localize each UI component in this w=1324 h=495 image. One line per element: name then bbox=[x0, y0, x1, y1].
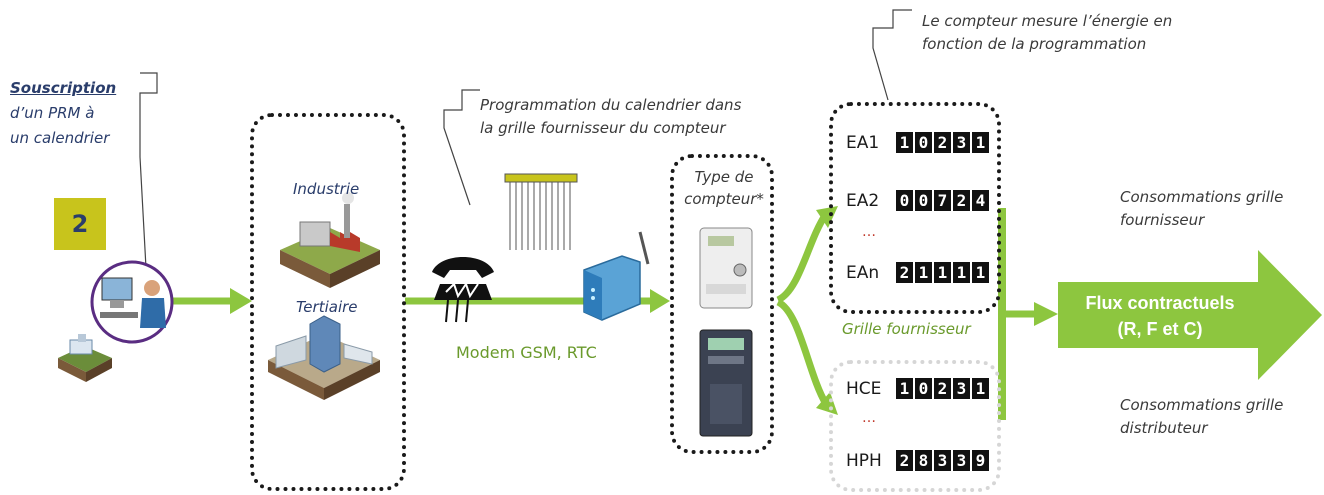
meter-note: Le compteur mesure l’énergie en fonction… bbox=[922, 10, 1172, 56]
digit: 0 bbox=[915, 378, 932, 399]
register-ea1: EA1 1 0 2 3 1 bbox=[846, 132, 989, 153]
digit: 0 bbox=[915, 190, 932, 211]
subscription-title: Souscription bbox=[10, 79, 117, 97]
supplier-ellipsis: … bbox=[862, 224, 876, 240]
distributor-consumption-line1: Consommations grille bbox=[1120, 396, 1284, 414]
supplier-consumption-line1: Consommations grille bbox=[1120, 188, 1284, 206]
digit: 8 bbox=[915, 450, 932, 471]
digit: 1 bbox=[972, 378, 989, 399]
supplier-consumption-note: Consommations grille fournisseur bbox=[1120, 186, 1283, 232]
supplier-consumption-line2: fournisseur bbox=[1120, 211, 1205, 229]
digit: 2 bbox=[896, 450, 913, 471]
meter-type-frame bbox=[670, 154, 774, 454]
sites-frame bbox=[250, 113, 406, 491]
arrow-to-sites bbox=[230, 288, 252, 314]
register-digits: 2 8 3 3 9 bbox=[896, 450, 989, 471]
supplier-grid-label: Grille fournisseur bbox=[842, 320, 971, 338]
programming-callout-line bbox=[443, 89, 480, 206]
calendar-grid-icon bbox=[504, 173, 578, 250]
digit: 1 bbox=[934, 262, 951, 283]
flow-arrow-shape bbox=[1058, 250, 1322, 380]
subscription-line2: d’un PRM à bbox=[10, 104, 95, 122]
house-icon bbox=[58, 334, 112, 382]
programming-note: Programmation du calendrier dans la gril… bbox=[480, 94, 741, 140]
register-label: HPH bbox=[846, 450, 882, 471]
digit: 1 bbox=[972, 262, 989, 283]
register-ean: EAn 2 1 1 1 1 bbox=[846, 262, 989, 283]
register-label: EA2 bbox=[846, 190, 880, 211]
meter-callout-line bbox=[872, 9, 912, 101]
digit: 1 bbox=[915, 262, 932, 283]
branch-arrow-down bbox=[776, 298, 830, 406]
meter-note-line2: fonction de la programmation bbox=[922, 35, 1147, 53]
meter-type-line2: compteur* bbox=[684, 190, 764, 208]
register-label: EA1 bbox=[846, 132, 880, 153]
industry-label: Industrie bbox=[293, 180, 360, 198]
register-digits: 2 1 1 1 1 bbox=[896, 262, 989, 283]
meter-note-line1: Le compteur mesure l’énergie en bbox=[922, 12, 1173, 30]
digit: 3 bbox=[934, 450, 951, 471]
meter-type-line1: Type de bbox=[694, 168, 754, 186]
tertiary-label: Tertiaire bbox=[296, 298, 358, 316]
branch-arrow-up bbox=[776, 212, 829, 304]
digit: 2 bbox=[896, 262, 913, 283]
meter-type-label: Type de compteur* bbox=[684, 166, 764, 210]
register-hce: HCE 1 0 2 3 1 bbox=[846, 378, 989, 399]
flow-arrow-label: Flux contractuels (R, F et C) bbox=[1062, 290, 1258, 342]
flow-arrow-line2: (R, F et C) bbox=[1117, 319, 1203, 339]
digit: 1 bbox=[896, 132, 913, 153]
digit: 3 bbox=[953, 450, 970, 471]
digit: 4 bbox=[972, 190, 989, 211]
flow-arrow-line1: Flux contractuels bbox=[1085, 293, 1235, 313]
programming-note-line2: la grille fournisseur du compteur bbox=[480, 119, 726, 137]
modem-label: Modem GSM, RTC bbox=[456, 343, 597, 362]
digit: 9 bbox=[972, 450, 989, 471]
digit: 2 bbox=[953, 190, 970, 211]
supplier-grid-frame bbox=[829, 102, 1001, 314]
distributor-grid-frame bbox=[829, 360, 1001, 492]
digit: 1 bbox=[896, 378, 913, 399]
collector-bar bbox=[998, 208, 1006, 420]
register-label: HCE bbox=[846, 378, 882, 399]
register-ea2: EA2 0 0 7 2 4 bbox=[846, 190, 989, 211]
distributor-consumption-line2: distributeur bbox=[1120, 419, 1208, 437]
step-badge: 2 bbox=[54, 198, 106, 250]
digit: 7 bbox=[934, 190, 951, 211]
register-digits: 1 0 2 3 1 bbox=[896, 378, 989, 399]
user-workstation-icon bbox=[90, 260, 174, 344]
digit: 1 bbox=[953, 262, 970, 283]
telephone-icon bbox=[432, 257, 494, 323]
arrow-to-meter bbox=[650, 289, 670, 313]
programming-note-line1: Programmation du calendrier dans bbox=[480, 96, 742, 114]
arrow-to-flow bbox=[1034, 302, 1058, 326]
digit: 0 bbox=[896, 190, 913, 211]
smart-meter-icon bbox=[699, 329, 753, 437]
digit: 1 bbox=[972, 132, 989, 153]
digit: 0 bbox=[915, 132, 932, 153]
electronic-meter-icon bbox=[699, 227, 753, 309]
subscription-note: Souscription d’un PRM à un calendrier bbox=[10, 76, 140, 151]
register-label: EAn bbox=[846, 262, 880, 283]
digit: 2 bbox=[934, 378, 951, 399]
register-digits: 0 0 7 2 4 bbox=[896, 190, 989, 211]
register-digits: 1 0 2 3 1 bbox=[896, 132, 989, 153]
office-building-icon bbox=[268, 315, 380, 400]
digit: 3 bbox=[953, 378, 970, 399]
digit: 2 bbox=[934, 132, 951, 153]
subscription-callout-line bbox=[139, 72, 158, 269]
factory-icon bbox=[280, 192, 380, 288]
distributor-ellipsis: … bbox=[862, 410, 876, 426]
digit: 3 bbox=[953, 132, 970, 153]
distributor-consumption-note: Consommations grille distributeur bbox=[1120, 394, 1283, 440]
modem-icon bbox=[583, 231, 650, 321]
subscription-line3: un calendrier bbox=[10, 129, 110, 147]
register-hph: HPH 2 8 3 3 9 bbox=[846, 450, 989, 471]
